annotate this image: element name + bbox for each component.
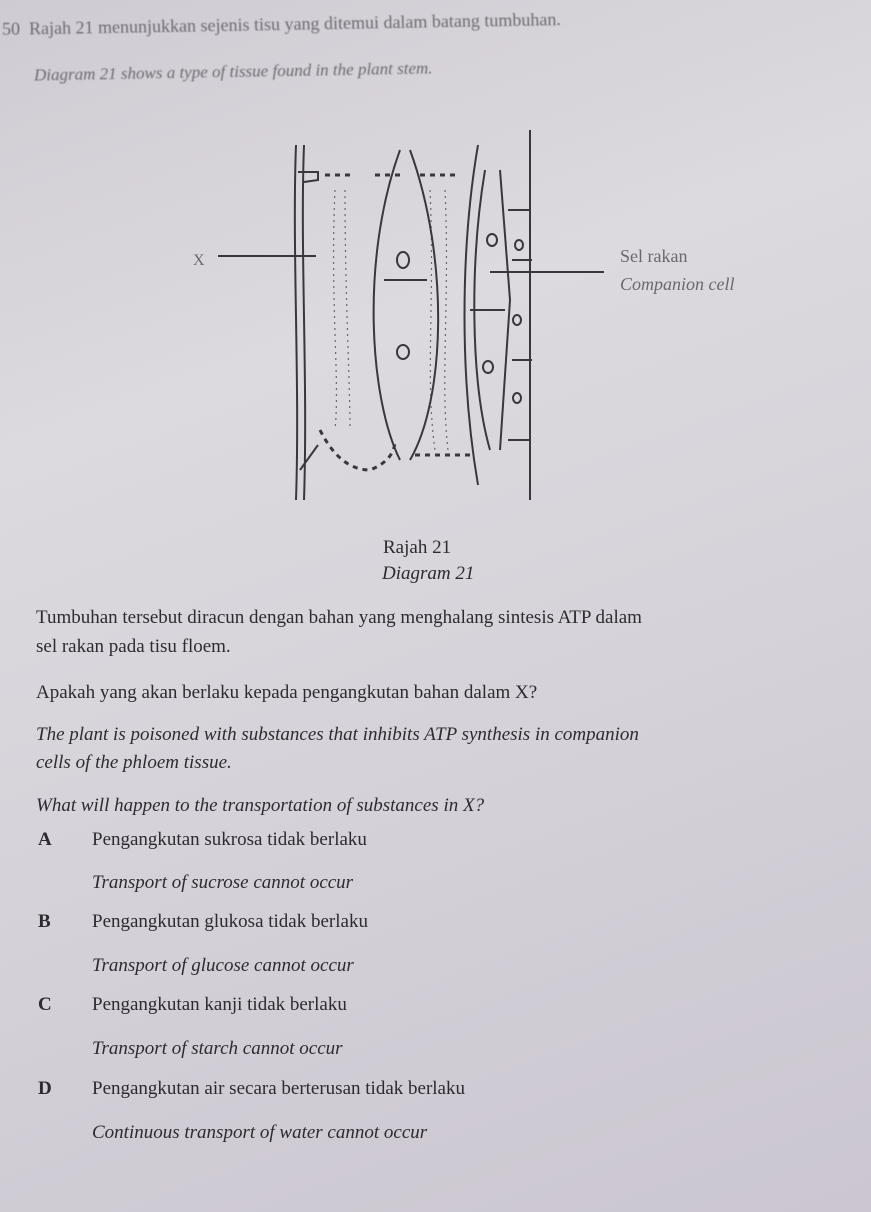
- caption-ms: Rajah 21: [383, 537, 452, 558]
- option-letter: D: [38, 1078, 52, 1099]
- option-en: Transport of glucose cannot occur: [92, 955, 354, 976]
- stem-en-line1: The plant is poisoned with substances th…: [36, 724, 639, 745]
- option-letter: A: [38, 829, 52, 850]
- central-cell: [372, 149, 440, 461]
- option-ms: Pengangkutan kanji tidak berlaku: [92, 994, 347, 1015]
- option-letter: B: [38, 911, 51, 932]
- stem-en-question: What will happen to the transportation o…: [36, 795, 485, 816]
- stem-ms-line1: Tumbuhan tersebut diracun dengan bahan y…: [36, 607, 642, 628]
- stem-en-line2: cells of the phloem tissue.: [36, 752, 232, 773]
- caption-en: Diagram 21: [382, 563, 475, 584]
- option-en: Continuous transport of water cannot occ…: [92, 1122, 428, 1143]
- option-ms: Pengangkutan air secara berterusan tidak…: [92, 1078, 465, 1099]
- label-companion-en: Companion cell: [620, 274, 735, 294]
- stem-ms-question: Apakah yang akan berlaku kepada pengangk…: [36, 682, 538, 703]
- stem-ms-line2: sel rakan pada tisu floem.: [36, 636, 231, 657]
- option-ms: Pengangkutan sukrosa tidak berlaku: [92, 829, 367, 850]
- cytoplasm-strands: [332, 189, 449, 451]
- companion-cells: [463, 130, 532, 500]
- label-companion-ms: Sel rakan: [620, 246, 688, 266]
- option-ms: Pengangkutan glukosa tidak berlaku: [92, 911, 368, 932]
- option-letter: C: [38, 994, 52, 1015]
- option-en: Transport of sucrose cannot occur: [92, 872, 354, 893]
- option-en: Transport of starch cannot occur: [92, 1038, 343, 1059]
- phloem-diagram: [218, 130, 604, 501]
- sieve-plate-dots: [318, 173, 470, 472]
- label-x: X: [193, 252, 205, 269]
- sieve-tube-x: [293, 144, 319, 501]
